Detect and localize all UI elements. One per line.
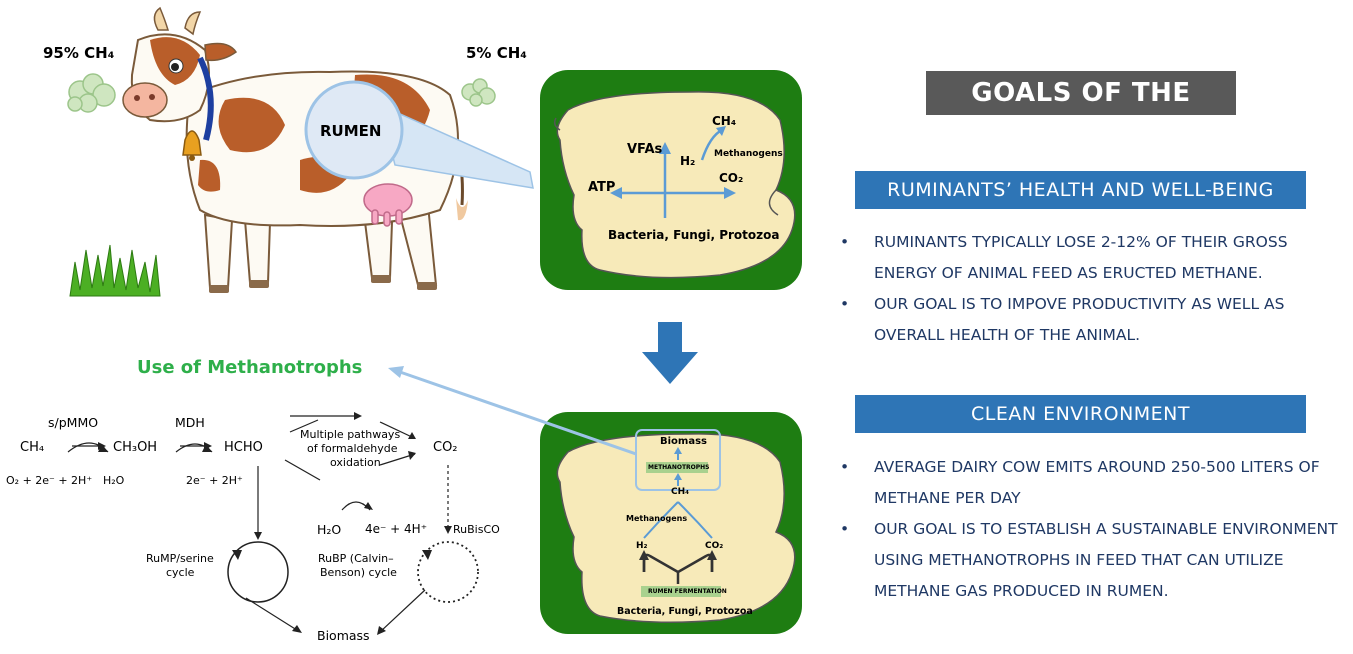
goals-title: GOALS OF THE STUDY (926, 71, 1236, 152)
list-item: • AVERAGE DAIRY COW EMITS AROUND 250-500… (838, 452, 1348, 514)
ch4-label-bottom: CH₄ (671, 487, 690, 497)
mmo-label: s/pMMO (48, 415, 99, 430)
bullet-icon: • (840, 520, 850, 538)
h2o-oxidation: H₂O (317, 522, 342, 537)
bullet-text: OUR GOAL IS TO ESTABLISH A SUSTAINABLE E… (874, 520, 1338, 600)
h2-label: H₂ (680, 154, 696, 168)
bullet-text: AVERAGE DAIRY COW EMITS AROUND 250-500 L… (874, 458, 1320, 507)
bell-icon (182, 130, 202, 161)
bullet-icon: • (840, 295, 850, 313)
rumen-label: RUMEN (320, 122, 382, 140)
h2o-product: H₂O (103, 474, 125, 487)
section-heading-environment: CLEAN ENVIRONMENT (855, 395, 1306, 433)
fermentation-tag: RUMEN FERMENTATION (648, 588, 727, 595)
multiple-pathways-3: oxidation (330, 456, 381, 469)
biomass-label-bottom: Biomass (660, 436, 707, 447)
methane-cloud-icon (461, 78, 496, 107)
bullet-text: RUMINANTS TYPICALLY LOSE 2-12% OF THEIR … (874, 233, 1288, 282)
ch4-pathway: CH₄ (20, 440, 45, 455)
udder (363, 183, 413, 227)
ch4-label: CH₄ (712, 114, 737, 128)
list-item: • OUR GOAL IS TO ESTABLISH A SUSTAINABLE… (838, 514, 1348, 607)
bullet-text: OUR GOAL IS TO IMPOVE PRODUCTIVITY AS WE… (874, 295, 1285, 344)
left-emission-label: 95% CH₄ (43, 44, 115, 62)
microbes-label: Bacteria, Fungi, Protozoa (608, 228, 780, 242)
co2-label: CO₂ (719, 171, 744, 185)
microbes-label-bottom: Bacteria, Fungi, Protozoa (617, 606, 753, 617)
mdh-products: 2e⁻ + 2H⁺ (186, 474, 243, 487)
atp-label: ATP (588, 180, 616, 195)
methane-cloud-icon (67, 73, 116, 113)
cow-illustration (67, 6, 534, 297)
right-emission-label: 5% CH₄ (466, 44, 527, 62)
mmo-inputs: O₂ + 2e⁻ + 2H⁺ (6, 474, 93, 487)
cow-head (122, 6, 238, 123)
list-item: • RUMINANTS TYPICALLY LOSE 2-12% OF THEI… (838, 227, 1348, 289)
collar (197, 56, 214, 141)
biomass-pathway: Biomass (317, 628, 370, 643)
pathway-diagram (67, 412, 479, 635)
bullet-icon: • (840, 233, 850, 251)
multiple-pathways-2: of formaldehyde (307, 442, 398, 455)
methanotrophs-tag: METHANOTROPHS (648, 464, 710, 471)
rubisco-label: RuBisCO (453, 523, 500, 536)
down-arrow-icon (642, 322, 698, 384)
methanotroph-pointer (388, 366, 637, 456)
ch3oh-pathway: CH₃OH (113, 440, 158, 455)
hcho-pathway: HCHO (224, 440, 263, 455)
rumen-bubble (304, 80, 404, 180)
methanogens-label: Methanogens (714, 149, 783, 159)
electrons-label: 4e⁻ + 4H⁺ (365, 522, 428, 536)
co2-pathway: CO₂ (433, 440, 458, 455)
use-of-methanotrophs-label: Use of Methanotrophs (137, 357, 363, 378)
co2-label-bottom: CO₂ (705, 541, 724, 551)
rubp-cycle-1: RuBP (Calvin– (318, 552, 394, 565)
environment-bullets: • AVERAGE DAIRY COW EMITS AROUND 250-500… (838, 452, 1348, 607)
rump-cycle-2: cycle (166, 566, 195, 579)
grass-icon (69, 244, 161, 297)
multiple-pathways-1: Multiple pathways (300, 428, 401, 441)
rump-cycle-1: RuMP/serine (146, 552, 214, 565)
rubp-cycle-2: Benson) cycle (320, 566, 397, 579)
vfas-label: VFAs (627, 142, 663, 157)
health-bullets: • RUMINANTS TYPICALLY LOSE 2-12% OF THEI… (838, 227, 1348, 351)
rumen-panel-bottom (540, 412, 802, 634)
list-item: • OUR GOAL IS TO IMPOVE PRODUCTIVITY AS … (838, 289, 1348, 351)
mdh-label: MDH (175, 415, 205, 430)
bullet-icon: • (840, 458, 850, 476)
methanogens-label-bottom: Methanogens (626, 514, 688, 523)
section-heading-health: RUMINANTS’ HEALTH AND WELL-BEING (855, 171, 1306, 209)
h2-label-bottom: H₂ (636, 541, 648, 551)
rumen-panel-top (540, 70, 802, 290)
